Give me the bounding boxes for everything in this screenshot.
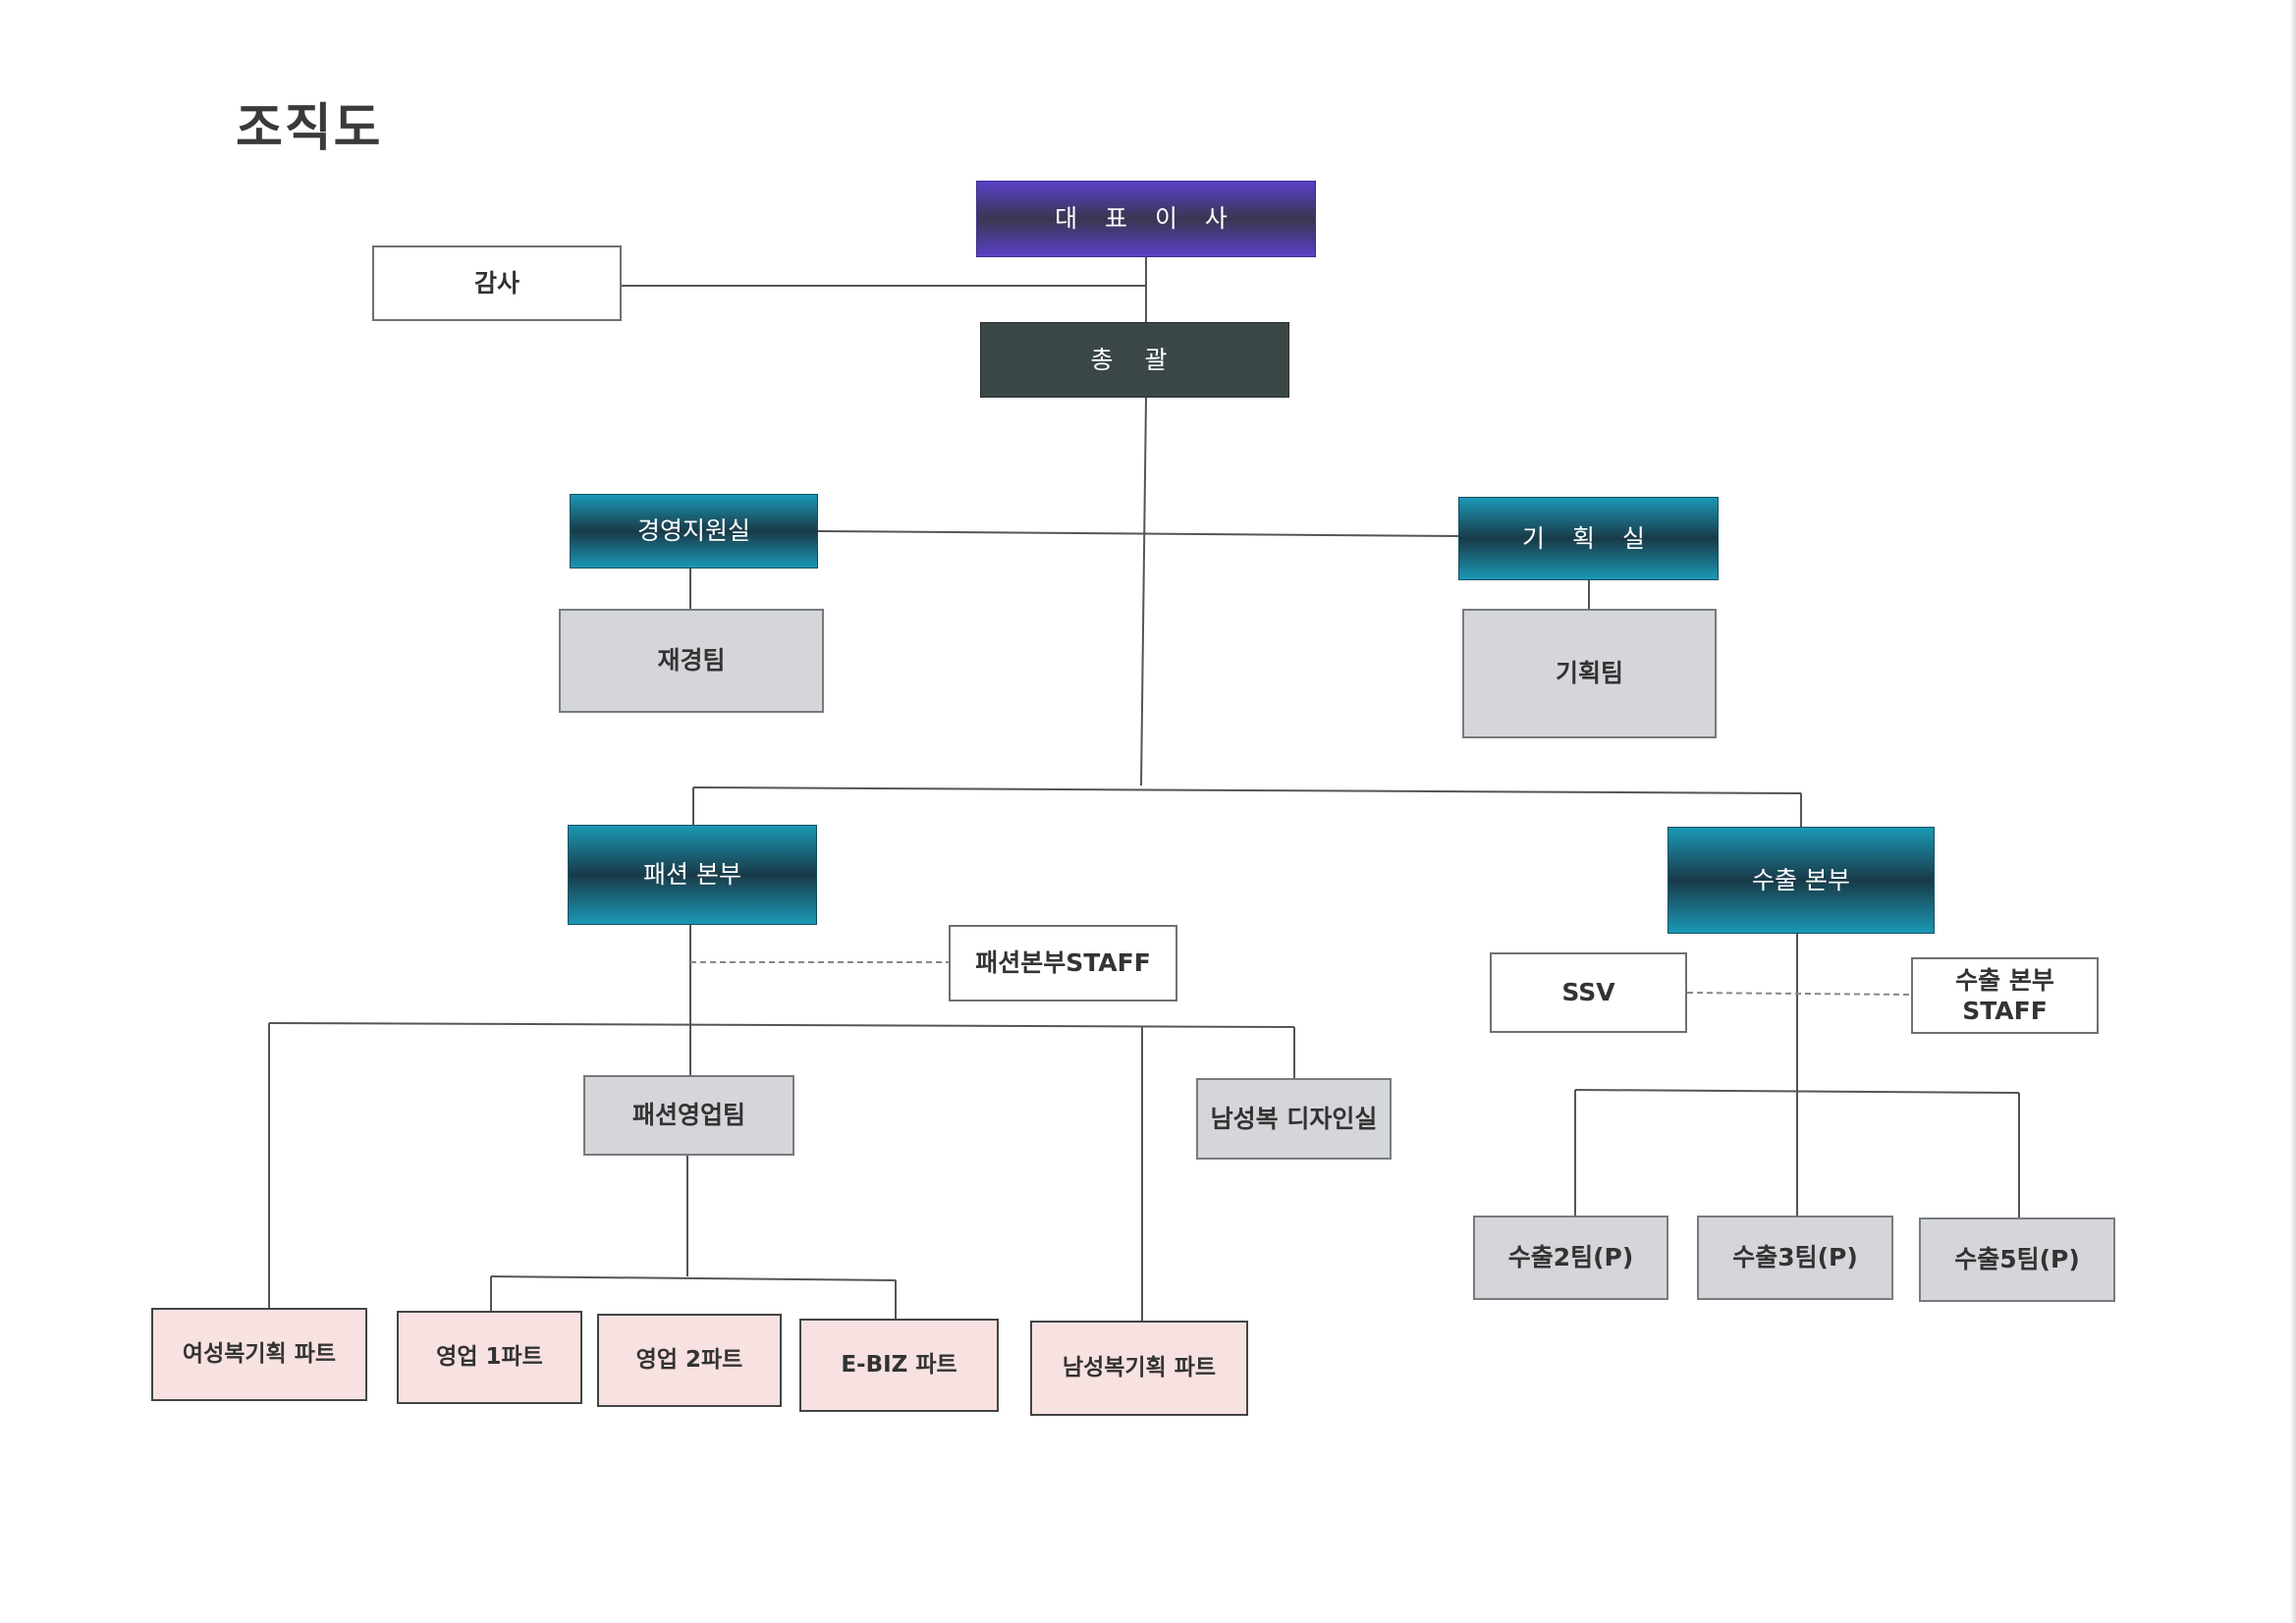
fashion-division-staff: 패션본부STAFF bbox=[949, 925, 1177, 1001]
scan-edge bbox=[2290, 0, 2296, 1623]
ebiz-part: E-BIZ 파트 bbox=[799, 1319, 999, 1412]
connector-support-row bbox=[817, 530, 1459, 537]
connector-division-row bbox=[692, 786, 1802, 794]
womenswear-planning-part: 여성복기획 파트 bbox=[151, 1308, 367, 1401]
page-title: 조직도 bbox=[236, 99, 383, 158]
export-team-2: 수출2팀(P) bbox=[1473, 1216, 1668, 1300]
general-management-box: 총 괄 bbox=[980, 322, 1289, 398]
connector-sales-row bbox=[490, 1275, 897, 1281]
export-team-3: 수출3팀(P) bbox=[1697, 1216, 1893, 1300]
connector-fashion-row bbox=[268, 1022, 1295, 1028]
finance-team: 재경팀 bbox=[559, 609, 824, 713]
export-team-5: 수출5팀(P) bbox=[1919, 1217, 2115, 1302]
ssv-box: SSV bbox=[1490, 952, 1687, 1033]
connector-trunk bbox=[1140, 396, 1147, 786]
export-division: 수출 본부 bbox=[1667, 827, 1935, 934]
menswear-planning-part: 남성복기획 파트 bbox=[1030, 1321, 1248, 1416]
planning-team: 기획팀 bbox=[1462, 609, 1717, 738]
sales-part-1: 영업 1파트 bbox=[397, 1311, 582, 1404]
export-division-staff: 수출 본부 STAFF bbox=[1911, 957, 2099, 1034]
menswear-design-office: 남성복 디자인실 bbox=[1196, 1078, 1392, 1160]
ceo-box: 대 표 이 사 bbox=[976, 181, 1316, 257]
planning-office: 기 획 실 bbox=[1458, 497, 1719, 580]
connector-export-row bbox=[1574, 1089, 2020, 1094]
connector-export-staff bbox=[1686, 992, 1912, 996]
sales-part-2: 영업 2파트 bbox=[597, 1314, 782, 1407]
audit-box: 감사 bbox=[372, 245, 622, 321]
management-support-office: 경영지원실 bbox=[570, 494, 818, 568]
fashion-division: 패션 본부 bbox=[568, 825, 817, 925]
fashion-sales-team: 패션영업팀 bbox=[583, 1075, 794, 1156]
